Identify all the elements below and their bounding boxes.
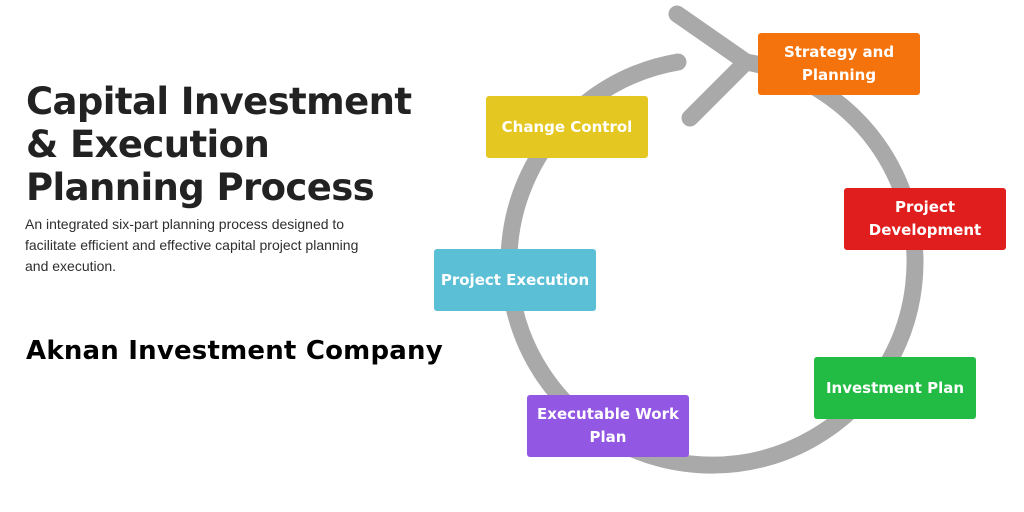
step-label: Project Execution: [440, 270, 590, 289]
step-label: Project Development: [868, 198, 982, 239]
step-change-control: Change Control: [486, 96, 648, 158]
title-line-1: Capital Investment: [26, 80, 412, 123]
step-executable-work-plan: Executable Work Plan: [527, 395, 689, 457]
step-investment-plan: Investment Plan: [814, 357, 976, 419]
company-name: Aknan Investment Company: [26, 336, 443, 366]
step-label: Executable Work Plan: [537, 405, 679, 446]
title-line-2: & Execution: [26, 123, 270, 166]
step-project-execution: Project Execution: [434, 249, 596, 311]
title-line-3: Planning Process: [26, 166, 375, 209]
step-label: Change Control: [501, 117, 633, 136]
step-project-development: Project Development: [844, 188, 1006, 250]
cycle-arrowhead-icon: [668, 5, 755, 127]
step-label: Strategy and Planning: [783, 43, 895, 84]
step-strategy-and-planning: Strategy and Planning: [758, 33, 920, 95]
cycle-ring: [500, 53, 924, 474]
step-label: Investment Plan: [825, 378, 965, 397]
description-text: An integrated six-part planning process …: [25, 216, 359, 274]
page-title: Capital Investment & Execution Planning …: [26, 80, 466, 209]
